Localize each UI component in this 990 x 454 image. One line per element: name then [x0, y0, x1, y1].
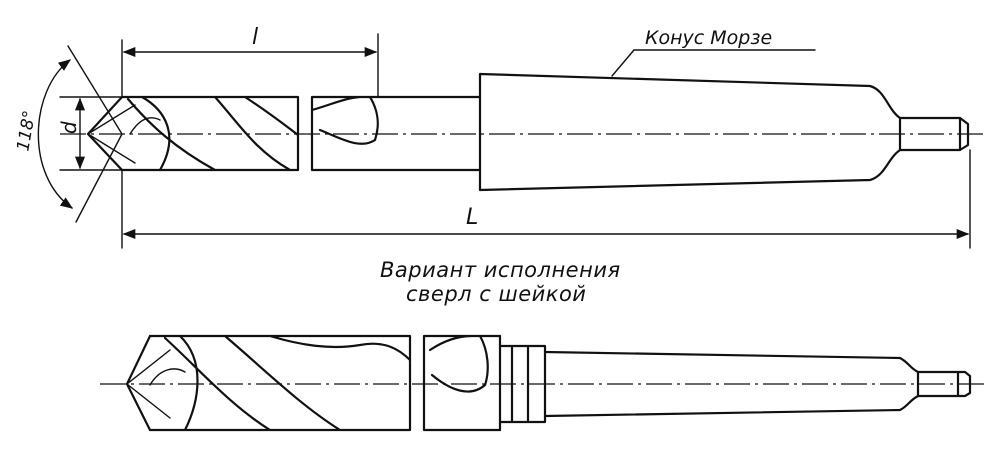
angle-label: 118°	[13, 109, 40, 153]
angle-leg-upper	[67, 45, 123, 135]
caption-line-1: Вариант исполнения	[380, 258, 621, 282]
variant-caption: Вариант исполнения сверл с шейкой	[380, 258, 680, 306]
top-drill: d 118° l L Конус Морзе	[13, 25, 985, 249]
bottom-neck	[498, 334, 547, 432]
bottom-flute-body	[148, 334, 412, 432]
morse-leader-line	[611, 49, 816, 77]
angle-leg-lower	[75, 133, 123, 223]
d-label: d	[57, 121, 81, 134]
bottom-tang	[916, 370, 972, 398]
bottom-flute-rear	[422, 334, 502, 432]
morse-taper-label: Конус Морзе	[645, 27, 772, 49]
top-flute-rear	[310, 95, 482, 172]
angle-arc	[37, 59, 74, 209]
top-flute-body	[120, 95, 300, 172]
top-tang	[898, 116, 970, 152]
bottom-drill-tip	[125, 334, 152, 432]
bottom-morse-taper	[543, 350, 920, 418]
bottom-drill	[100, 334, 985, 432]
top-morse-taper	[478, 72, 902, 192]
bottom-tip-edges	[126, 349, 186, 419]
top-tip-edges	[87, 104, 161, 164]
L-label: L	[466, 205, 478, 230]
caption-line-2: сверл с шейкой	[406, 282, 587, 306]
l-label: l	[252, 25, 258, 50]
